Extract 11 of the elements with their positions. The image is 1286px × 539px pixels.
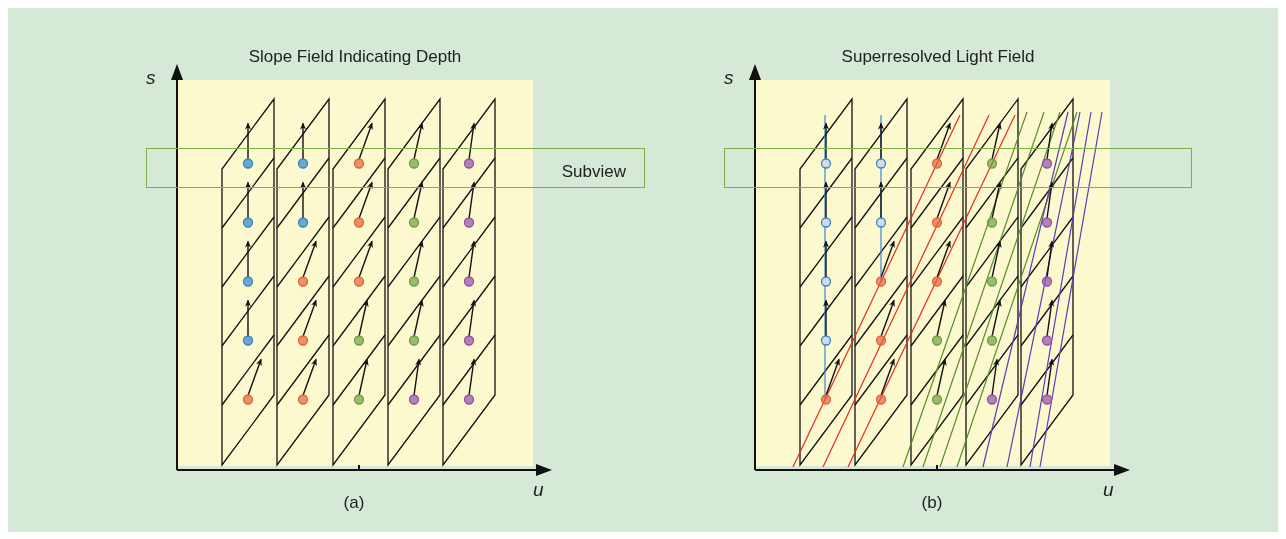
axis-label: u — [1103, 478, 1115, 502]
panel-caption: (b) — [920, 492, 944, 514]
subview-frame — [724, 148, 1192, 188]
subview-frame — [146, 148, 645, 188]
axis-label: s — [724, 66, 735, 90]
panel-title: Superresolved Light Field — [840, 46, 1036, 68]
axis-label: u — [533, 478, 545, 502]
axis-label: s — [146, 66, 157, 90]
panel-title: Slope Field Indicating Depth — [247, 46, 463, 68]
panel-caption: (a) — [342, 492, 366, 514]
subview-label: Subview — [561, 161, 626, 183]
